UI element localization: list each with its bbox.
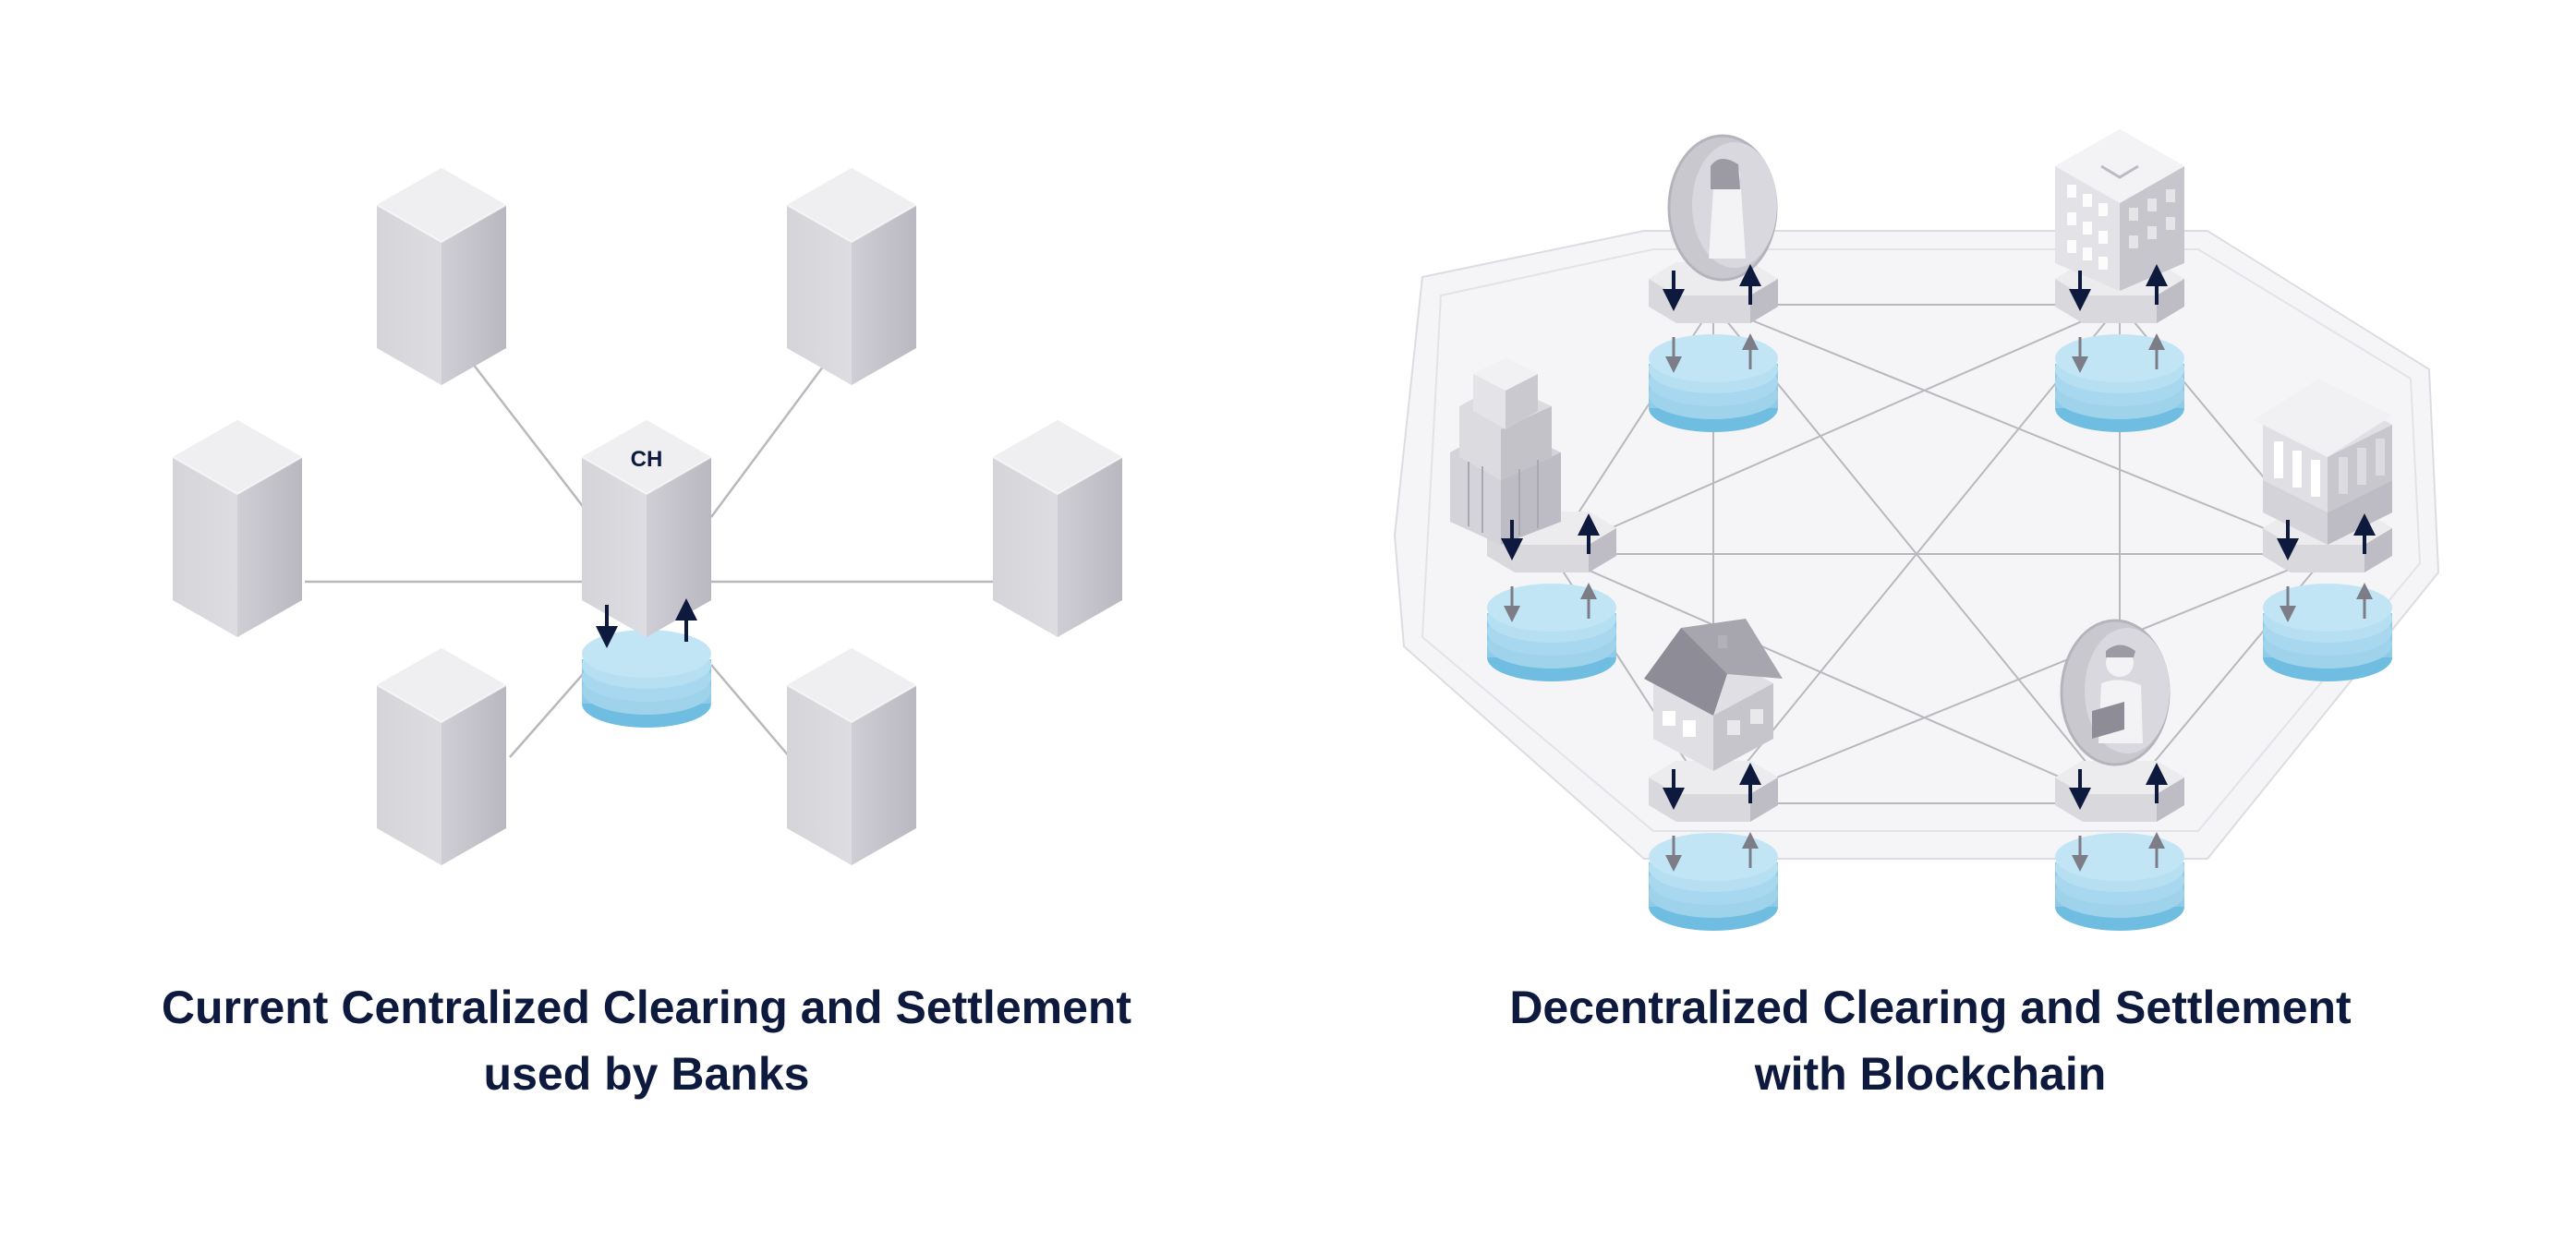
node-right: [2254, 379, 2392, 681]
transfer-arrows: [596, 598, 697, 648]
central-ledger: [582, 630, 711, 728]
house-icon: [1644, 619, 1783, 771]
skyscraper-icon: [1450, 358, 1561, 545]
bank-node-top-left: [376, 167, 507, 386]
hub-label: CH: [631, 447, 663, 472]
node-top-right: [2055, 129, 2184, 432]
centralized-diagram: CH: [172, 167, 1123, 866]
person-man-laptop-icon: [2060, 619, 2171, 766]
bank-node-left: [172, 419, 303, 638]
bank-node-top-right: [786, 167, 917, 386]
node-left: [1450, 358, 1616, 681]
centralized-caption-line1: Current Centralized Clearing and Settlem…: [161, 982, 1132, 1033]
node-bottom-right: [2055, 619, 2184, 931]
office-building-icon: [2055, 129, 2184, 291]
centralized-caption-line2: used by Banks: [483, 1048, 810, 1100]
connection-lines: [305, 355, 993, 758]
person-woman-icon: [1667, 134, 1778, 282]
bank-node-bottom-right: [786, 647, 917, 866]
node-bottom-left: [1644, 619, 1783, 931]
node-top-left: [1649, 134, 1778, 432]
centralized-caption: Current Centralized Clearing and Settlem…: [55, 974, 1238, 1107]
decentralized-caption: Decentralized Clearing and Settlement wi…: [1339, 974, 2522, 1107]
decentralized-caption-line1: Decentralized Clearing and Settlement: [1509, 982, 2352, 1033]
bank-node-right: [992, 419, 1123, 638]
bank-node-bottom-left: [376, 647, 507, 866]
decentralized-diagram: [1393, 129, 2440, 931]
decentralized-caption-line2: with Blockchain: [1754, 1048, 2107, 1100]
bank-icon: [2254, 379, 2392, 545]
